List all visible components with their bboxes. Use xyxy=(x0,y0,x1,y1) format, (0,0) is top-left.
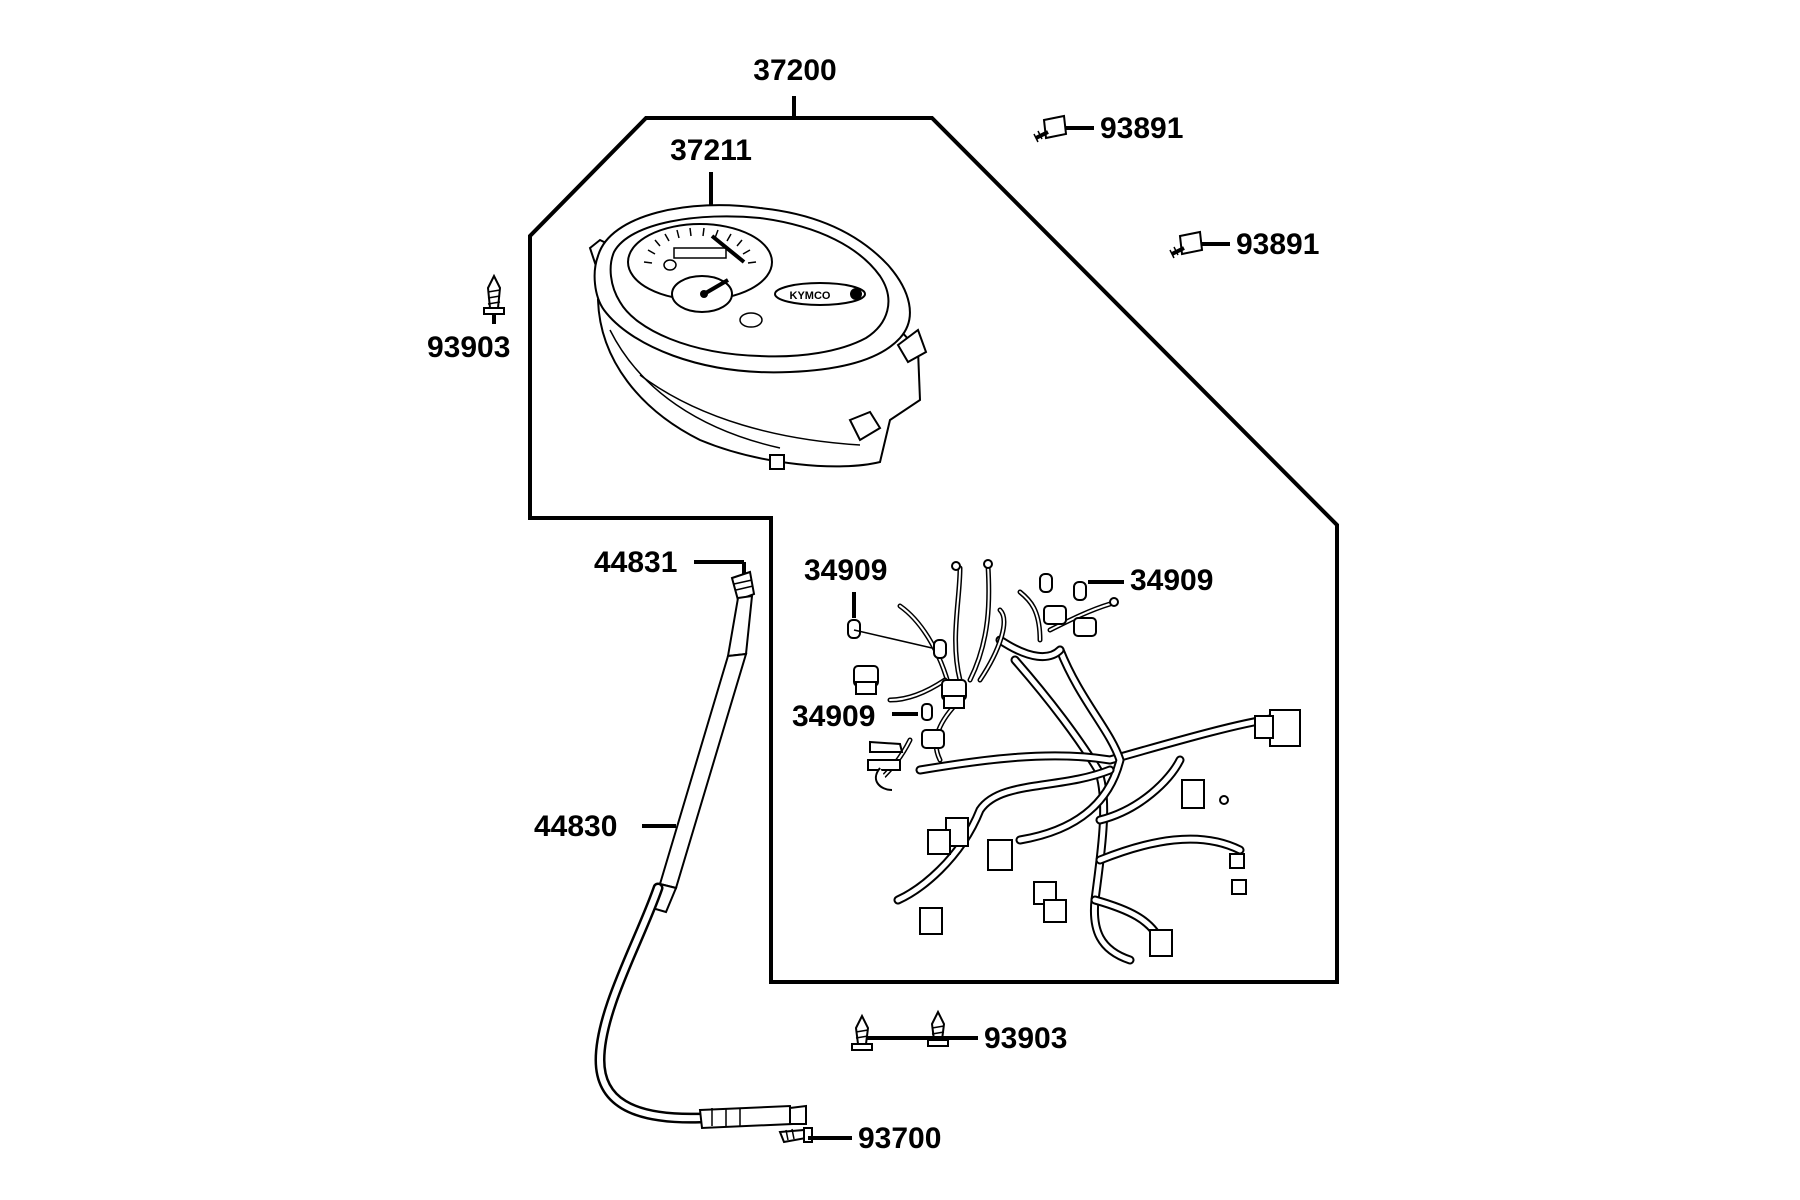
label-34909-middle: 34909 xyxy=(792,700,875,733)
label-93903-bottom: 93903 xyxy=(984,1022,1067,1055)
screw-93891-top xyxy=(1033,114,1068,143)
assembly-boundary xyxy=(528,116,1339,984)
speedometer-cable xyxy=(594,570,807,1130)
label-93891-right: 93891 xyxy=(1236,228,1319,261)
screw-93903-bottom-1 xyxy=(851,1013,873,1051)
label-44831: 44831 xyxy=(594,546,677,579)
label-37211: 37211 xyxy=(670,134,752,167)
screw-93903-left xyxy=(483,273,505,315)
label-37200: 37200 xyxy=(753,54,836,87)
leader-34909-top-left-b xyxy=(853,629,933,649)
screw-93903-bottom-2 xyxy=(927,1009,949,1047)
label-34909-top-right: 34909 xyxy=(1130,564,1213,597)
meter-brand: KYMCO xyxy=(790,290,831,302)
speedometer-meter: KYMCO xyxy=(588,204,928,470)
wiring-harness xyxy=(847,559,1301,965)
label-93700: 93700 xyxy=(858,1122,941,1155)
label-44830: 44830 xyxy=(534,810,617,843)
bolt-93700 xyxy=(778,1127,813,1144)
label-93891-top: 93891 xyxy=(1100,112,1183,145)
label-34909-top-left: 34909 xyxy=(804,554,887,587)
label-93903-left: 93903 xyxy=(427,331,510,364)
screw-93891-right xyxy=(1169,230,1204,259)
